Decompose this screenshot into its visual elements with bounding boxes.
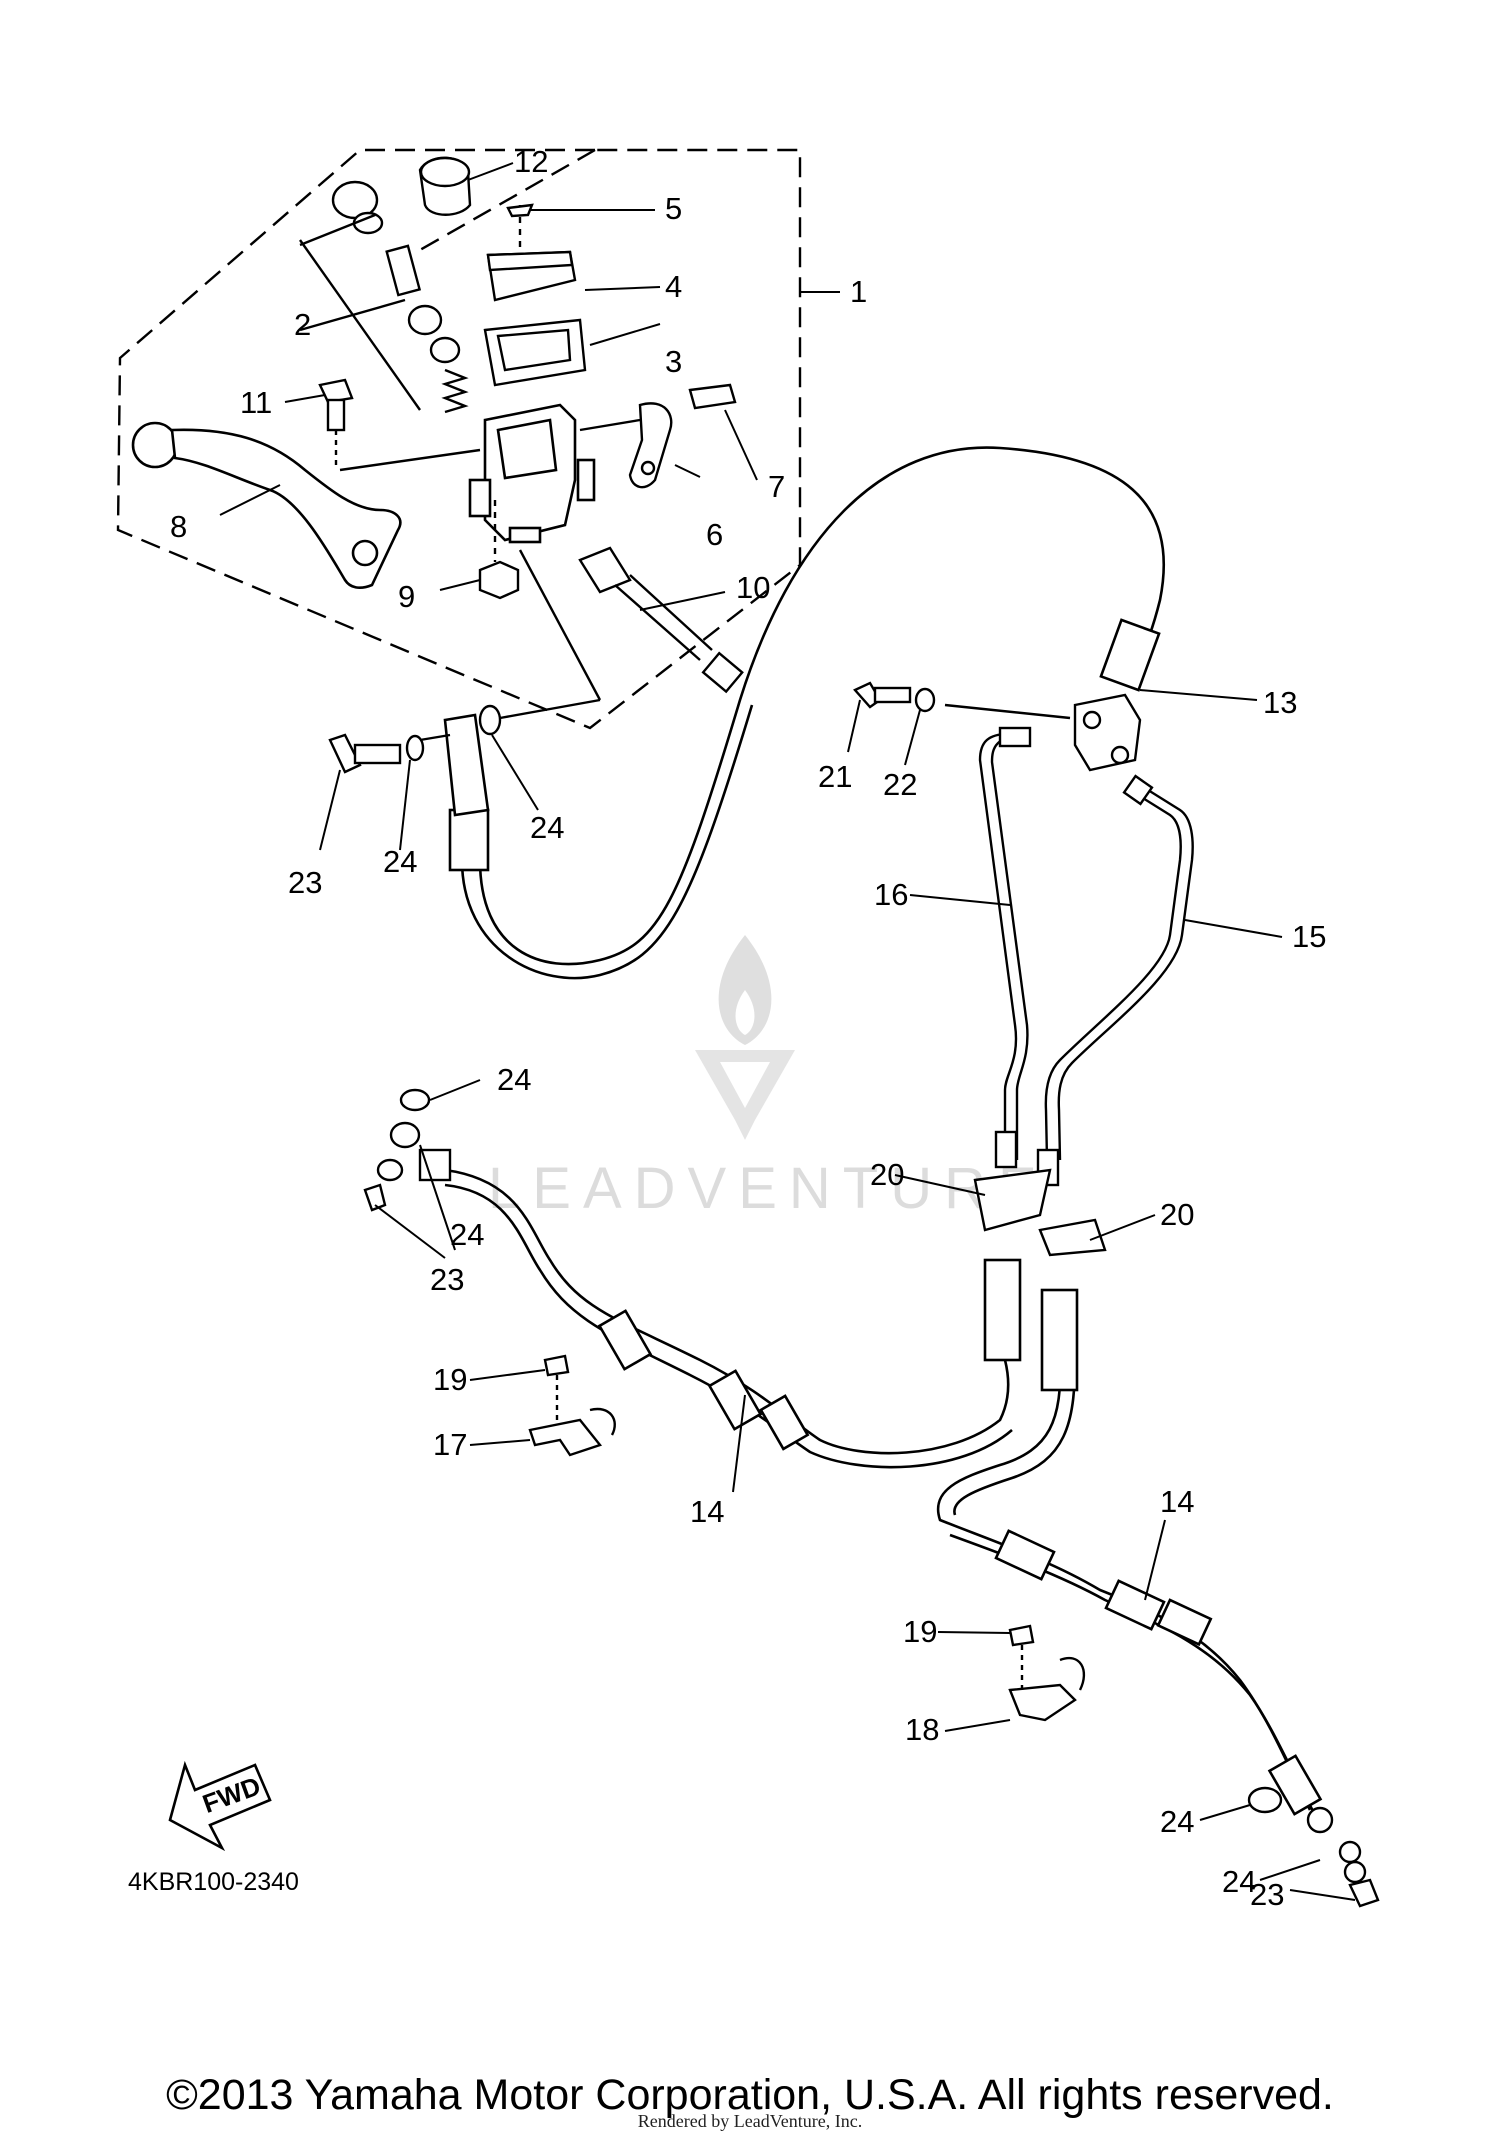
- hose-clamp-left: [528, 1354, 616, 1457]
- callout-24-left-mid: 24: [450, 1217, 484, 1252]
- callout-24-lower-lower: 24: [1222, 1864, 1256, 1899]
- banjo-fittings-upper: [328, 549, 602, 774]
- assembly-inner-dash: [419, 148, 596, 252]
- master-cylinder-holder: [579, 383, 737, 489]
- master-cylinder-assembly-boundary: [116, 148, 802, 730]
- callout-16: 16: [874, 877, 908, 912]
- callout-13: 13: [1263, 685, 1297, 720]
- pivot-bolt: [318, 378, 481, 472]
- callout-9: 9: [398, 579, 415, 614]
- callout-20-right: 20: [1160, 1197, 1194, 1232]
- callout-18: 18: [905, 1712, 939, 1747]
- diagram-code: 4KBR100-2340: [128, 1868, 299, 1896]
- piston-kit: [299, 180, 469, 414]
- callout-19-left: 19: [433, 1362, 467, 1397]
- lever-nut: [478, 500, 520, 600]
- banjo-fittings-lower: [1247, 1786, 1380, 1908]
- brake-hose-left: [444, 1168, 1022, 1469]
- brake-junction: [853, 681, 1142, 772]
- callout-24-left-top: 24: [497, 1062, 531, 1097]
- callout-11: 11: [240, 385, 272, 420]
- callout-12: 12: [514, 144, 548, 179]
- brake-hose-right: [936, 1288, 1323, 1821]
- master-cylinder-body: [468, 403, 596, 544]
- callout-24-upper-left: 24: [383, 844, 417, 879]
- callout-14-left: 14: [690, 1494, 724, 1529]
- callout-17: 17: [433, 1427, 467, 1462]
- watermark-text: LEADVENTURE: [488, 1156, 1049, 1221]
- callout-24-lower-upper: 24: [1160, 1804, 1194, 1839]
- brake-lever: [131, 421, 402, 590]
- hose-clamp-right: [1008, 1624, 1086, 1722]
- callouts: 1 2 3 4 5 6 7 8 9 10 11 12 13 14 14 15 1…: [170, 144, 1326, 1912]
- callout-7: 7: [768, 469, 785, 504]
- brake-pipes: [978, 726, 1194, 1187]
- callout-2: 2: [294, 307, 311, 342]
- brake-switch: [578, 546, 744, 694]
- reservoir-cap-parts: [418, 156, 587, 387]
- watermark: LEADVENTURE: [488, 935, 1049, 1221]
- callout-22: 22: [883, 767, 917, 802]
- leader-lines: [219, 162, 1356, 1901]
- callout-4: 4: [665, 269, 682, 304]
- pipe-bracket: [973, 1168, 1107, 1257]
- callout-20-left: 20: [870, 1157, 904, 1192]
- callout-6: 6: [706, 517, 723, 552]
- callout-3: 3: [665, 344, 682, 379]
- callout-14-right: 14: [1160, 1484, 1194, 1519]
- callout-21: 21: [818, 759, 852, 794]
- brake-hose-upper: [443, 446, 1166, 980]
- callout-24-upper-right: 24: [530, 810, 564, 845]
- callout-23-left: 23: [430, 1262, 464, 1297]
- callout-23-upper: 23: [288, 865, 322, 900]
- copyright-notice: ©2013 Yamaha Motor Corporation, U.S.A. A…: [166, 2071, 1334, 2119]
- callout-8: 8: [170, 509, 187, 544]
- callout-15: 15: [1292, 919, 1326, 954]
- callout-19-right: 19: [903, 1614, 937, 1649]
- forward-arrow: FWD: [168, 1760, 272, 1852]
- callout-1: 1: [850, 274, 867, 309]
- rendered-by-notice: Rendered by LeadVenture, Inc.: [637, 2111, 863, 2131]
- callout-10: 10: [736, 570, 770, 605]
- callout-5: 5: [665, 191, 682, 226]
- banjo-fittings-left: [363, 1088, 452, 1212]
- callout-23-lower: 23: [1250, 1877, 1284, 1912]
